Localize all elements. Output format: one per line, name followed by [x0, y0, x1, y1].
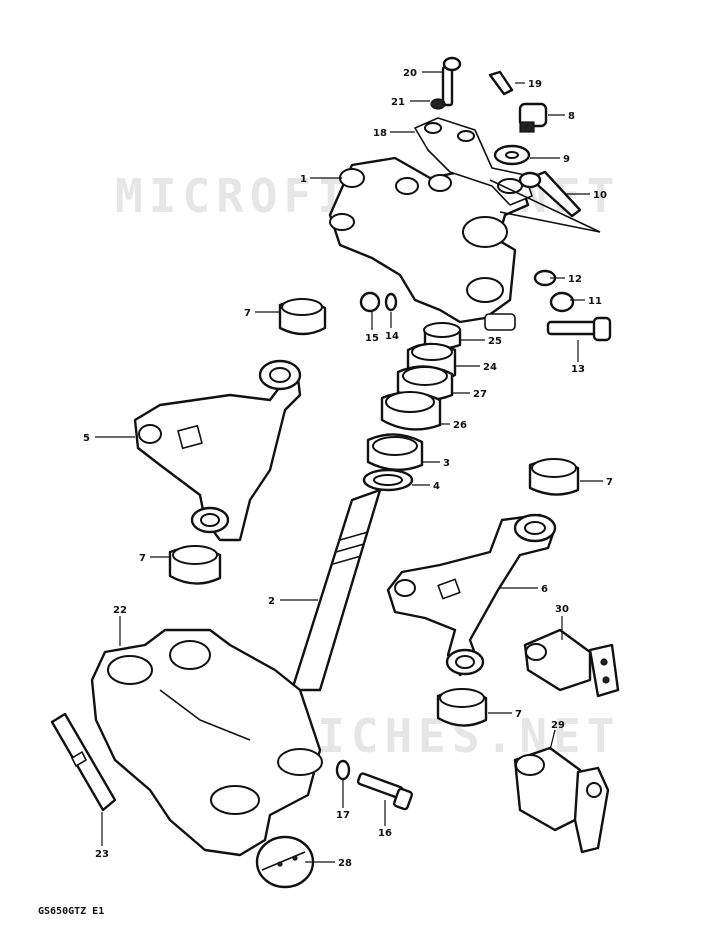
bolt-13 [546, 316, 612, 342]
callout-labels: 20 19 21 8 18 9 1 10 12 11 7 15 14 13 25… [83, 68, 613, 869]
callout-8: 8 [568, 111, 575, 122]
callout-27: 27 [473, 389, 487, 400]
callout-13: 13 [571, 364, 585, 375]
ignition-switch-30 [523, 628, 620, 698]
callout-30: 30 [555, 604, 569, 615]
model-code: GS650GTZ E1 [38, 906, 104, 917]
steering-stem-2 [290, 488, 382, 692]
callout-2: 2 [268, 596, 275, 607]
clip-19 [488, 70, 514, 96]
callout-3: 3 [443, 458, 450, 469]
bracket-6 [386, 513, 557, 677]
callout-7-right-top: 7 [606, 477, 613, 488]
callout-22: 22 [113, 605, 127, 616]
callout-14: 14 [385, 331, 399, 342]
callout-12: 12 [568, 274, 582, 285]
bearing-stack [362, 322, 462, 492]
grommet-7-right-bottom [436, 688, 488, 727]
callout-1: 1 [300, 174, 307, 185]
bolt-10 [518, 170, 582, 218]
callout-26: 26 [453, 420, 467, 431]
callout-21: 21 [391, 97, 405, 108]
callout-17: 17 [336, 810, 350, 821]
callout-6: 6 [541, 584, 548, 595]
grommet-7-right-top [528, 458, 580, 496]
bolt-16 [356, 772, 414, 811]
lower-bracket-22 [90, 628, 323, 857]
bolt-20 [441, 56, 462, 107]
callout-24: 24 [483, 362, 497, 373]
lock-29 [513, 746, 610, 854]
callout-4: 4 [433, 481, 440, 492]
callout-7-top-left: 7 [244, 308, 251, 319]
callout-28: 28 [338, 858, 352, 869]
grommet-7-top-left [278, 298, 327, 336]
callout-7-right-bottom: 7 [515, 709, 522, 720]
cap-28 [255, 835, 315, 889]
callout-25: 25 [488, 336, 502, 347]
callout-15: 15 [365, 333, 379, 344]
callout-11: 11 [588, 296, 602, 307]
callout-9: 9 [563, 154, 570, 165]
cap-11 [549, 291, 575, 313]
bracket-5 [133, 359, 302, 542]
callout-23: 23 [95, 849, 109, 860]
label-plate-23 [50, 712, 117, 812]
callout-18: 18 [373, 128, 387, 139]
washer-21 [430, 98, 446, 110]
grommet-7-left [168, 545, 222, 585]
callout-19: 19 [528, 79, 542, 90]
washer-14 [384, 292, 398, 312]
callout-29: 29 [551, 720, 565, 731]
callout-5: 5 [83, 433, 90, 444]
cap-nut-8 [518, 102, 548, 133]
callout-20: 20 [403, 68, 417, 79]
upper-bracket-assembly [328, 117, 601, 331]
leader-lines [95, 71, 603, 863]
callout-10: 10 [593, 190, 607, 201]
callout-16: 16 [378, 828, 392, 839]
washer-17 [335, 759, 351, 781]
nut-15 [359, 291, 381, 313]
callout-7-left: 7 [139, 553, 146, 564]
